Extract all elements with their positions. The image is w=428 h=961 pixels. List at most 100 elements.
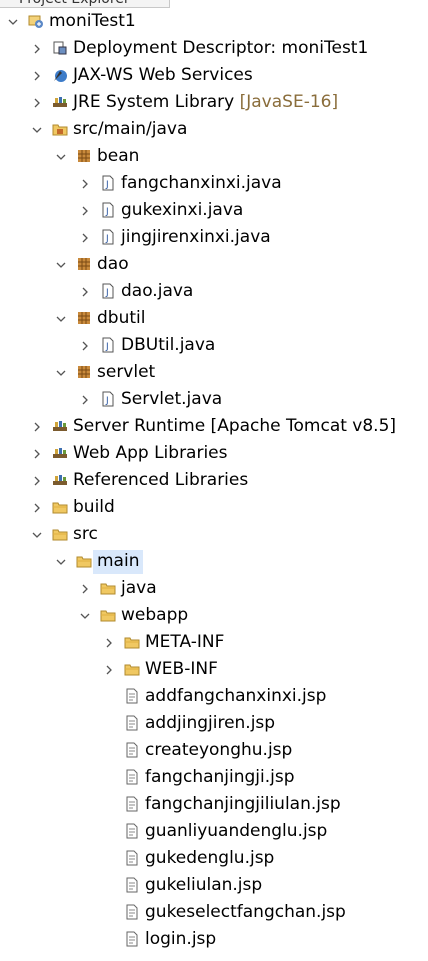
- tree-item[interactable]: moniTest1: [0, 8, 428, 35]
- folder-icon: [52, 526, 68, 542]
- tree-item-text: gukeselectfangchan.jsp: [145, 902, 346, 922]
- tree-item[interactable]: src: [0, 521, 428, 548]
- chevron-right-icon[interactable]: [30, 467, 44, 494]
- tree-item-label: main: [97, 548, 139, 575]
- chevron-right-icon[interactable]: [78, 170, 92, 197]
- chevron-right-icon[interactable]: [78, 386, 92, 413]
- tree-item-text: Web App Libraries: [73, 443, 228, 463]
- tree-item[interactable]: gukeselectfangchan.jsp: [0, 899, 428, 926]
- folder-icon: [100, 580, 116, 596]
- library-icon: [52, 445, 68, 461]
- chevron-right-icon[interactable]: [30, 494, 44, 521]
- tree-item-label: bean: [97, 143, 139, 170]
- tree-item-text: Servlet.java: [121, 389, 223, 409]
- tree-item[interactable]: JAX-WS Web Services: [0, 62, 428, 89]
- chevron-right-icon[interactable]: [30, 440, 44, 467]
- svg-text:J: J: [105, 342, 109, 352]
- tree-item[interactable]: src/main/java: [0, 116, 428, 143]
- chevron-right-icon[interactable]: [102, 656, 116, 683]
- jsp-file-icon: [124, 715, 140, 731]
- tree-item[interactable]: JRE System Library [JavaSE-16]: [0, 89, 428, 116]
- svg-text:J: J: [105, 288, 109, 298]
- chevron-down-icon[interactable]: [6, 8, 20, 35]
- view-tab-strip: Project Explorer: [0, 0, 428, 8]
- tree-item[interactable]: webapp: [0, 602, 428, 629]
- tree-item-label: Referenced Libraries: [73, 467, 248, 494]
- tree-item[interactable]: gukedenglu.jsp: [0, 845, 428, 872]
- chevron-down-icon[interactable]: [54, 251, 68, 278]
- svg-text:J: J: [105, 207, 109, 217]
- tree-item[interactable]: addjingjiren.jsp: [0, 710, 428, 737]
- folder-icon: [76, 553, 92, 569]
- tree-item[interactable]: Deployment Descriptor: moniTest1: [0, 35, 428, 62]
- tree-item[interactable]: dao: [0, 251, 428, 278]
- tree-item-label: dao.java: [121, 278, 193, 305]
- tree-item-label: fangchanjingjiliulan.jsp: [145, 791, 341, 818]
- tree-item-text: Referenced Libraries: [73, 470, 249, 490]
- svg-text:J: J: [105, 396, 109, 406]
- tree-item-label: login.jsp: [145, 926, 216, 953]
- tree-item-label: DBUtil.java: [121, 332, 215, 359]
- tree-item[interactable]: fangchanjingjiliulan.jsp: [0, 791, 428, 818]
- tree-item[interactable]: bean: [0, 143, 428, 170]
- tree-item[interactable]: Referenced Libraries: [0, 467, 428, 494]
- tree-item[interactable]: Web App Libraries: [0, 440, 428, 467]
- tree-item-label: guanliyuandenglu.jsp: [145, 818, 327, 845]
- chevron-right-icon[interactable]: [30, 35, 44, 62]
- tree-item[interactable]: addfangchanxinxi.jsp: [0, 683, 428, 710]
- tree-item[interactable]: createyonghu.jsp: [0, 737, 428, 764]
- tree-item[interactable]: main: [0, 548, 428, 575]
- chevron-down-icon[interactable]: [54, 143, 68, 170]
- tree-item-text: src: [73, 524, 98, 544]
- jsp-file-icon: [124, 823, 140, 839]
- chevron-right-icon[interactable]: [78, 575, 92, 602]
- chevron-down-icon[interactable]: [30, 116, 44, 143]
- tree-item[interactable]: WEB-INF: [0, 656, 428, 683]
- tree-item[interactable]: Server Runtime [Apache Tomcat v8.5]: [0, 413, 428, 440]
- tree-item-label: gukedenglu.jsp: [145, 845, 274, 872]
- tree-item[interactable]: META-INF: [0, 629, 428, 656]
- chevron-right-icon[interactable]: [78, 197, 92, 224]
- tree-item-text: fangchanjingjiliulan.jsp: [145, 794, 341, 814]
- tree-item-text: createyonghu.jsp: [145, 740, 293, 760]
- chevron-right-icon[interactable]: [102, 629, 116, 656]
- chevron-down-icon[interactable]: [54, 359, 68, 386]
- tree-item-label: gukexinxi.java: [121, 197, 243, 224]
- tree-item-text: webapp: [121, 605, 189, 625]
- tree-item[interactable]: login.jsp: [0, 926, 428, 953]
- tree-item-label: src: [73, 521, 98, 548]
- tree-item[interactable]: J Servlet.java: [0, 386, 428, 413]
- chevron-down-icon[interactable]: [78, 602, 92, 629]
- project-explorer-tab[interactable]: Project Explorer: [0, 0, 170, 8]
- chevron-right-icon[interactable]: [30, 62, 44, 89]
- java-file-icon: J: [100, 229, 116, 245]
- chevron-right-icon[interactable]: [78, 278, 92, 305]
- tree-item-text: bean: [97, 146, 140, 166]
- tree-item[interactable]: java: [0, 575, 428, 602]
- tree-item-label: src/main/java: [73, 116, 187, 143]
- tree-item[interactable]: build: [0, 494, 428, 521]
- tree-item-text: guanliyuandenglu.jsp: [145, 821, 328, 841]
- chevron-right-icon[interactable]: [78, 332, 92, 359]
- tree-item-text: java: [121, 578, 157, 598]
- tree-item-text: src/main/java: [73, 119, 188, 139]
- jsp-file-icon: [124, 796, 140, 812]
- tree-item[interactable]: fangchanjingji.jsp: [0, 764, 428, 791]
- chevron-right-icon[interactable]: [30, 413, 44, 440]
- tree-item[interactable]: gukeliulan.jsp: [0, 872, 428, 899]
- tree-item[interactable]: guanliyuandenglu.jsp: [0, 818, 428, 845]
- chevron-down-icon[interactable]: [30, 521, 44, 548]
- tree-item[interactable]: dbutil: [0, 305, 428, 332]
- chevron-down-icon[interactable]: [54, 305, 68, 332]
- chevron-right-icon[interactable]: [30, 89, 44, 116]
- tree-item[interactable]: servlet: [0, 359, 428, 386]
- library-icon: [52, 472, 68, 488]
- chevron-down-icon[interactable]: [54, 548, 68, 575]
- tree-item[interactable]: J DBUtil.java: [0, 332, 428, 359]
- chevron-right-icon[interactable]: [78, 224, 92, 251]
- jsp-file-icon: [124, 688, 140, 704]
